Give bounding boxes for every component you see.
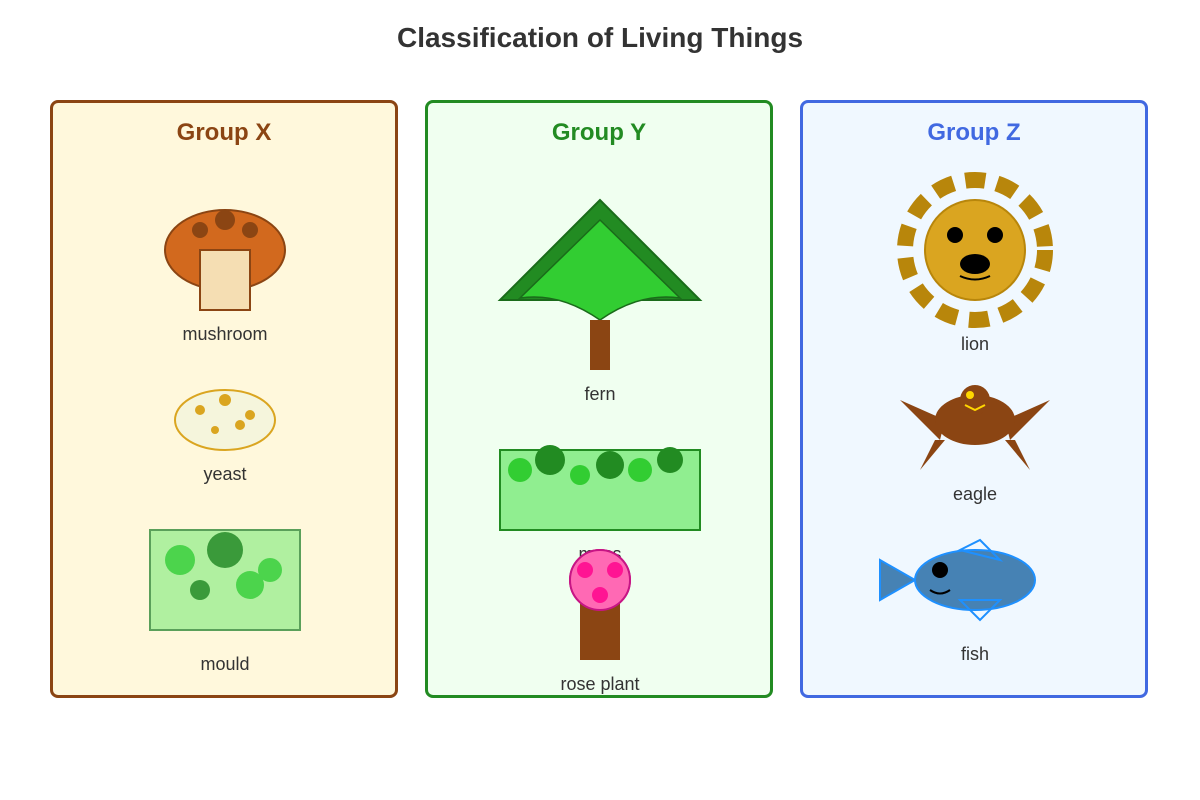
fish-icon — [879, 538, 1036, 622]
label-mushroom: mushroom — [182, 324, 268, 344]
fern-icon — [497, 198, 703, 370]
label-moss: moss — [578, 544, 622, 564]
moss-icon — [499, 445, 701, 531]
lion-icon — [897, 172, 1053, 328]
eagle-icon — [900, 385, 1050, 470]
label-mould: mould — [200, 654, 250, 674]
group-x-title: Group X — [176, 119, 272, 146]
mould-icon — [149, 529, 301, 631]
label-eagle: eagle — [952, 484, 998, 504]
group-z-title: Group Z — [927, 119, 1021, 146]
rose-plant-icon — [569, 549, 631, 660]
yeast-icon — [174, 389, 276, 451]
diagram-title: Classification of Living Things — [396, 22, 804, 53]
label-rose-plant: rose plant — [560, 674, 640, 694]
label-fish: fish — [960, 644, 989, 664]
group-y-title: Group Y — [551, 119, 647, 146]
label-lion: lion — [960, 334, 990, 354]
label-fern: fern — [584, 384, 616, 404]
mushroom-icon — [164, 209, 286, 311]
label-yeast: yeast — [203, 464, 247, 484]
